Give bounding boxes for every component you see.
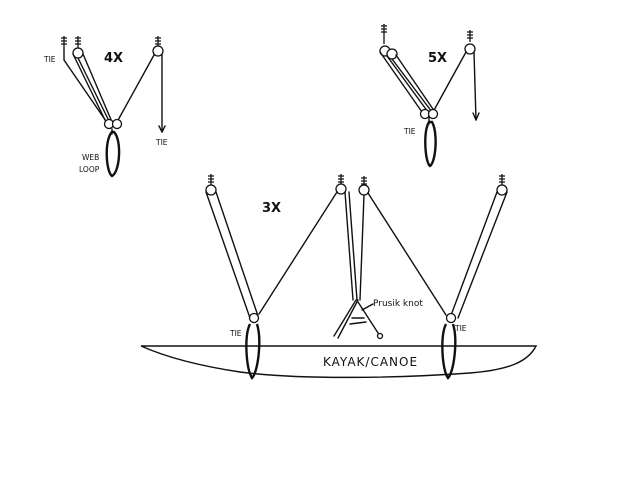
rope — [258, 191, 338, 315]
rope — [116, 54, 155, 123]
prusik-knot-icon — [333, 299, 384, 340]
system-4x: 4X TIE TIE WEB LOOP — [43, 36, 168, 178]
ceiling-anchor-icon — [338, 174, 344, 184]
pulley-icon — [205, 184, 217, 196]
loop-label: LOOP — [79, 165, 100, 174]
rope — [359, 194, 365, 301]
pulley-icon — [152, 45, 164, 57]
arrow-icon — [472, 112, 480, 121]
pulley-icon — [335, 183, 347, 195]
tie-label: TIE — [454, 324, 467, 333]
rope — [432, 51, 467, 113]
tie-label: TIE — [43, 55, 56, 64]
web-loop-icon — [441, 323, 457, 380]
tie-label: TIE — [403, 127, 416, 136]
web-loop-icon — [105, 130, 121, 178]
pulley-icon — [427, 108, 439, 120]
pulley-icon — [464, 43, 476, 55]
ratio-label-4x: 4X — [104, 51, 123, 66]
rope — [449, 191, 508, 319]
rope — [379, 51, 436, 113]
rope — [63, 49, 109, 125]
rope — [367, 192, 447, 316]
ceiling-anchor-icon — [155, 36, 161, 46]
ceiling-anchor-icon — [467, 30, 473, 42]
ceiling-anchor-icon — [381, 24, 387, 44]
ratio-label-3x: 3X — [262, 201, 281, 216]
ceiling-anchor-icon — [208, 174, 214, 186]
ceiling-anchor-icon — [499, 174, 505, 186]
rope — [72, 53, 113, 123]
pulley-icon — [496, 184, 508, 196]
pulley-icon — [111, 118, 123, 130]
arrow-icon — [158, 125, 166, 133]
web-loop-icon — [424, 120, 437, 168]
tie-label: TIE — [229, 329, 242, 338]
system-3x: 3X TIE TIE Prusik knot KAYAK/CANOE — [140, 174, 538, 380]
ceiling-anchor-icon — [75, 36, 81, 48]
web-label: WEB — [82, 153, 99, 162]
ratio-label-5x: 5X — [428, 51, 447, 66]
kayak-hull — [140, 345, 538, 379]
rope — [344, 191, 358, 301]
tie-label: TIE — [155, 138, 168, 147]
prusik-knot-label: Prusik knot — [373, 299, 423, 309]
ceiling-anchor-icon — [361, 176, 367, 186]
kayak-canoe-label: KAYAK/CANOE — [323, 355, 418, 369]
pulley-icon — [445, 312, 457, 324]
system-5x: 5X TIE — [379, 24, 480, 168]
web-loop-icon — [245, 323, 261, 380]
rope — [205, 191, 259, 319]
pulley-icon — [248, 312, 260, 324]
rope — [473, 51, 477, 121]
ceiling-anchor-icon — [61, 36, 67, 50]
